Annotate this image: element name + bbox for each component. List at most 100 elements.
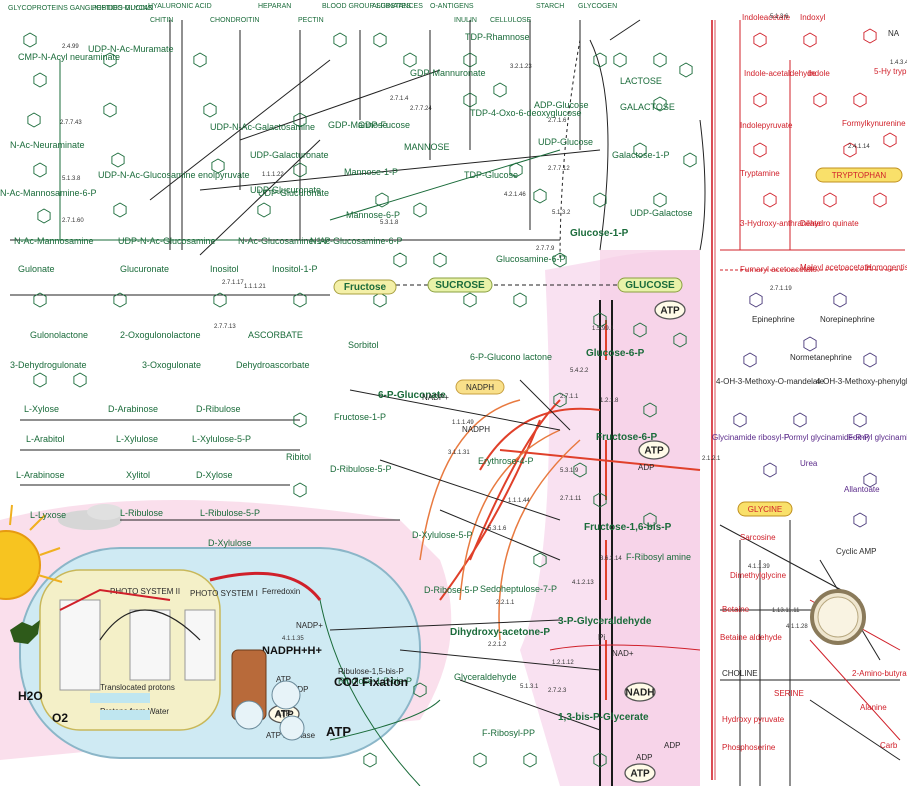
- green-connectors: [20, 60, 561, 786]
- compound-label: 3-P-Glyceraldehyde: [558, 616, 652, 627]
- compound-label: D-Ribulose-5-P: [330, 464, 392, 474]
- cofactor-atp: ATP: [274, 710, 294, 721]
- enzyme-code: 5.1.3.8: [62, 176, 81, 182]
- molecule-ring: [863, 472, 877, 488]
- header-label-8: ALGINATES: [372, 3, 411, 10]
- photosynthesis-label: H2O: [18, 689, 43, 703]
- molecule-ring: [213, 292, 227, 308]
- molecule-ring: [553, 392, 567, 408]
- amine-compound: Norepinephrine: [820, 315, 875, 324]
- compound-label: 3-Dehydrogulonate: [10, 360, 87, 370]
- tryptophan-compound: Fumaryl acetoacetate: [740, 265, 817, 274]
- header-label-7: BLOOD GROUP SUBSTANCES: [322, 3, 423, 10]
- enzyme-code: 1.5.99.1: [592, 326, 614, 332]
- enzyme-code: 4.1.1.28: [786, 624, 808, 630]
- compound-label: LACTOSE: [620, 76, 662, 86]
- enzyme-code: 4.1.1.39: [748, 564, 770, 570]
- cofactor-small-text: ADP: [638, 463, 654, 472]
- molecule-ring: [803, 32, 817, 48]
- molecule-ring: [749, 292, 763, 308]
- molecule-ring: [373, 32, 387, 48]
- photosynthesis-label: ATP: [276, 709, 291, 718]
- compound-label: CMP-N-Acyl neuraminate: [18, 52, 120, 62]
- molecule-ring: [813, 92, 827, 108]
- molecule-ring: [873, 192, 887, 208]
- compound-label: Gulonolactone: [30, 330, 88, 340]
- atp-synthase-icon: [231, 649, 305, 741]
- tryptophan-compound: 3-Hydroxy-anthranilate: [740, 219, 821, 228]
- enzyme-code: 2.7.1.4: [390, 96, 409, 102]
- compound-label: ADP-Glucose: [534, 100, 589, 110]
- cofactor-small-text: ADP: [636, 753, 652, 762]
- compound-label: L-Xylulose: [116, 434, 158, 444]
- molecule-ring: [593, 492, 607, 508]
- molecule-ring: [113, 292, 127, 308]
- fructose-highlight: Fructose: [344, 282, 387, 293]
- molecule-ring: [413, 202, 427, 218]
- enzyme-code: 2.2.1.2: [488, 642, 507, 648]
- amine-compound: 4-OH-3-Methoxy-phenylglycol: [816, 377, 907, 386]
- molecule-ring: [653, 96, 667, 112]
- header-label-3: CHITIN: [150, 17, 173, 24]
- molecule-ring: [23, 32, 37, 48]
- compound-label: 2-Oxogulonolactone: [120, 330, 201, 340]
- enzyme-code: 1.2.1.8: [600, 398, 619, 404]
- molecule-ring: [733, 412, 747, 428]
- molecule-ring: [37, 208, 51, 224]
- cofactor-small-text: NADPH: [462, 425, 490, 434]
- compound-label: 6-P-Glucono lactone: [470, 352, 552, 362]
- molecule-ring: [103, 52, 117, 68]
- molecule-ring: [853, 92, 867, 108]
- photosynthesis-label: NADPH+H+: [262, 645, 322, 657]
- header-label-4: CHONDROITIN: [210, 17, 259, 24]
- enzyme-code: 2.7.7.12: [548, 166, 570, 172]
- amine-compound: Phosphoserine: [722, 743, 776, 752]
- glycine-highlight-bg: [737, 501, 793, 517]
- header-label-5: HEPARAN: [258, 3, 291, 10]
- molecule-ring: [679, 62, 693, 78]
- molecule-ring: [257, 202, 271, 218]
- compound-label: ASCORBATE: [248, 330, 303, 340]
- header-label-9: O-ANTIGENS: [430, 3, 474, 10]
- glucose-highlight-bg: [617, 277, 683, 293]
- molecule-ring: [753, 32, 767, 48]
- molecule-ring: [403, 52, 417, 68]
- compound-label: UDP-Glucuronate: [258, 188, 329, 198]
- enzyme-code: 1.1.1.49: [452, 420, 474, 426]
- tryptophan-compound: Tryptamine: [740, 169, 780, 178]
- header-label-12: STARCH: [536, 3, 564, 10]
- compound-label: GDP-Mannose: [328, 120, 388, 130]
- molecule-ring: [375, 192, 389, 208]
- amine-compound: Urea: [800, 459, 818, 468]
- compound-label: Ribitol: [286, 452, 311, 462]
- compound-label: L-Arabitol: [26, 434, 65, 444]
- cofactor-atp: ATP: [660, 306, 680, 317]
- compound-label: Fructose-1-P: [334, 412, 386, 422]
- enzyme-code: 5.3.1.9: [560, 468, 579, 474]
- molecule-ring: [413, 682, 427, 698]
- enzyme-code: 5.1.3.6: [770, 14, 789, 20]
- compound-label: UDP-Galacturonate: [250, 150, 329, 160]
- compound-label: N-Ac-Mannosamine: [14, 236, 94, 246]
- compound-label: L-Arabinose: [16, 470, 65, 480]
- molecule-ring: [683, 152, 697, 168]
- molecule-structures: [23, 28, 897, 768]
- compound-label: D-Xylulose: [208, 538, 252, 548]
- compound-label: UDP-Glucose: [538, 137, 593, 147]
- compound-label: Mannose-6-P: [346, 210, 400, 220]
- header-label-6: PECTIN: [298, 17, 324, 24]
- molecule-ring: [883, 132, 897, 148]
- amine-compound: Epinephrine: [752, 315, 795, 324]
- molecule-ring: [493, 82, 507, 98]
- compound-label: Glucose-1-P: [570, 228, 629, 239]
- molecule-ring: [553, 252, 567, 268]
- enzyme-code: 2.7.1.6: [548, 118, 567, 124]
- compound-label: F-Ribosyl-PP: [482, 728, 535, 738]
- header-label-1: PEPTIDO-GLYCAN: [92, 5, 153, 12]
- molecule-ring: [863, 352, 877, 368]
- photosynthesis-label: CO2 Fixation: [334, 675, 408, 689]
- molecule-ring: [293, 162, 307, 178]
- enzyme-code: 3.6.3.14: [600, 556, 622, 562]
- amine-compound: Allantoate: [844, 485, 880, 494]
